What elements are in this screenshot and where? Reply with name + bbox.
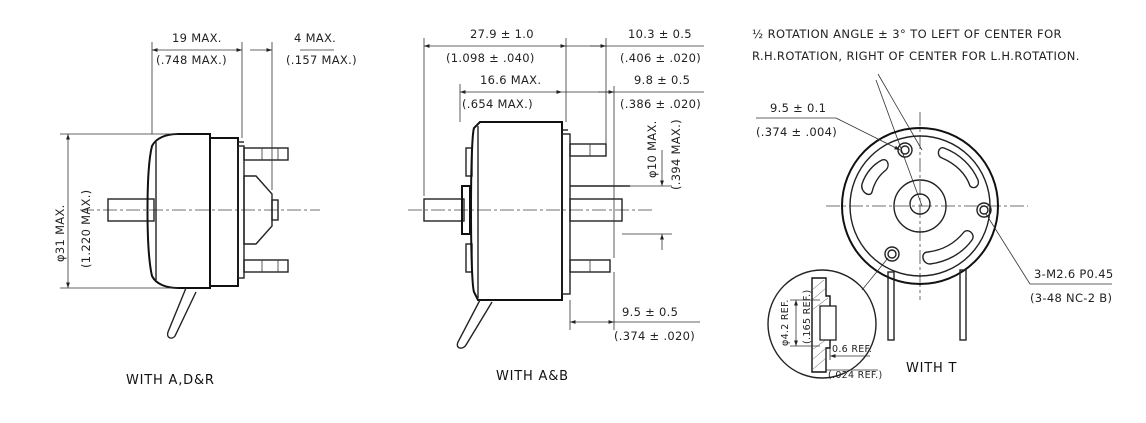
dim-body-length-label: 16.6 MAX. bbox=[480, 73, 541, 87]
detail-dia-inch-label: (.165 REF.) bbox=[802, 290, 813, 344]
dim-terminal-label: 4 MAX. bbox=[294, 31, 336, 45]
view-t: ½ ROTATION ANGLE ± 3° TO LEFT OF CENTER … bbox=[752, 27, 1113, 381]
detail-thickness-inch-label: (.024 REF.) bbox=[828, 370, 882, 381]
dim-screw-inch-label: (3-48 NC-2 B) bbox=[1030, 291, 1112, 305]
dim-diameter-inch-label: (1.220 MAX.) bbox=[79, 190, 93, 268]
dim-terminal-1-inch-label: (.406 ± .020) bbox=[620, 51, 701, 65]
view-caption-a-b: WITH A&B bbox=[496, 369, 569, 384]
rotation-note-line-2: R.H.ROTATION, RIGHT OF CENTER FOR L.H.RO… bbox=[752, 49, 1080, 63]
view-a-b: 27.9 ± 1.0 (1.098 ± .040) 16.6 MAX. (.65… bbox=[408, 27, 704, 384]
dim-total-length-label: 27.9 ± 1.0 bbox=[470, 27, 534, 41]
dim-shaft-dia-inch-label: (.394 MAX.) bbox=[669, 119, 683, 190]
dim-terminal-inch-label: (.157 MAX.) bbox=[286, 53, 357, 67]
rotation-note-line-1: ½ ROTATION ANGLE ± 3° TO LEFT OF CENTER … bbox=[752, 27, 1062, 41]
detail-thickness-label: 0.6 REF. bbox=[832, 344, 872, 355]
dim-hole-inch-label: (.374 ± .004) bbox=[756, 125, 837, 139]
dim-diameter-label: φ31 MAX. bbox=[53, 204, 67, 262]
dim-body-length-inch-label: (.654 MAX.) bbox=[462, 97, 533, 111]
dim-terminal-3-inch-label: (.374 ± .020) bbox=[614, 329, 695, 343]
dim-terminal-1-label: 10.3 ± 0.5 bbox=[628, 27, 692, 41]
dim-hole-label: 9.5 ± 0.1 bbox=[770, 101, 826, 115]
dim-width-label: 19 MAX. bbox=[172, 31, 222, 45]
dim-terminal-2-inch-label: (.386 ± .020) bbox=[620, 97, 701, 111]
dim-shaft-dia-label: φ10 MAX. bbox=[645, 120, 659, 178]
view-caption-a-d-r: WITH A,D&R bbox=[126, 373, 215, 388]
detail-dia-label: φ4.2 REF. bbox=[780, 299, 791, 346]
dim-terminal-2-label: 9.8 ± 0.5 bbox=[634, 73, 690, 87]
dim-width-inch-label: (.748 MAX.) bbox=[156, 53, 227, 67]
view-caption-t: WITH T bbox=[906, 361, 957, 376]
dim-total-length-inch-label: (1.098 ± .040) bbox=[446, 51, 535, 65]
detail-view: φ4.2 REF. (.165 REF.) 0.6 REF. (.024 REF… bbox=[767, 257, 889, 381]
dim-terminal-3-label: 9.5 ± 0.5 bbox=[622, 305, 678, 319]
dim-screw-label: 3-M2.6 P0.45 bbox=[1034, 267, 1113, 281]
view-a-d-r: 19 MAX. (.748 MAX.) 4 MAX. (.157 MAX.) φ… bbox=[53, 31, 357, 388]
